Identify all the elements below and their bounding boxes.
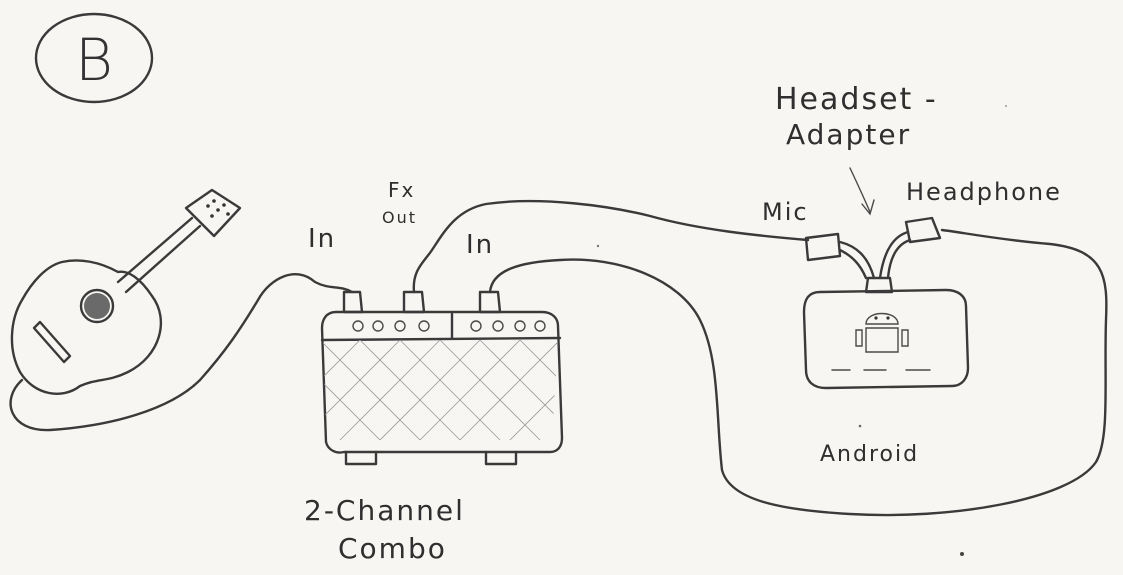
label-mic: Mic (762, 198, 809, 226)
guitar-icon (12, 190, 240, 394)
label-amp-in-left: In (308, 224, 336, 254)
label-combo-2: Combo (338, 532, 447, 565)
amp-jack-fx-out (404, 292, 424, 312)
label-amp-in-right: In (466, 230, 494, 260)
label-headphone: Headphone (906, 178, 1062, 206)
label-fx: Fx (388, 178, 415, 202)
amp-jack-in (344, 292, 362, 312)
android-phone (804, 290, 968, 388)
label-fx-out: Out (382, 208, 417, 227)
arrow-to-adapter (850, 168, 874, 214)
label-headset-adapter-2: Adapter (786, 118, 911, 151)
cable-guitar-to-amp (11, 274, 352, 430)
amplifier-box (280, 312, 600, 464)
headset-adapter (806, 218, 940, 292)
badge-letter: B (75, 26, 113, 94)
label-combo-1: 2-Channel (304, 494, 465, 527)
label-android: Android (820, 442, 919, 467)
amp-jack-in-right (480, 292, 500, 312)
label-headset-adapter-1: Headset - (775, 82, 938, 117)
cable-headphone-to-amp-in (490, 230, 1106, 515)
android-robot-icon (856, 314, 908, 353)
